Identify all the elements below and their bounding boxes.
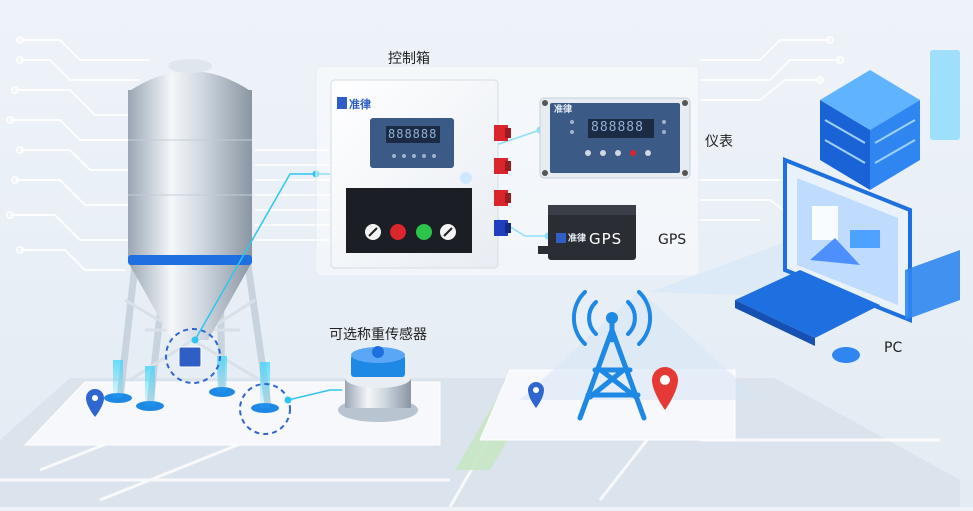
server-icon	[820, 70, 920, 190]
gps-brand-logo-icon	[556, 233, 566, 243]
gps-module-brand: 准律	[568, 234, 587, 244]
glass-panel-icon	[930, 50, 960, 140]
monitor-icon	[783, 157, 960, 323]
control-button-panel	[346, 188, 472, 253]
meter-display-value: 888888	[591, 120, 644, 135]
silo-icon	[104, 59, 279, 413]
module-highlight-ring	[165, 328, 221, 384]
brand-logo-icon	[337, 97, 347, 109]
meter-device	[539, 97, 691, 179]
control-box	[330, 79, 511, 269]
control-box-brand: 准律	[349, 98, 371, 111]
control-box-label: 控制箱	[388, 51, 430, 67]
pc-label: PC	[884, 340, 903, 356]
location-pin-icon	[528, 382, 544, 408]
silo-module-icon	[178, 346, 202, 368]
connectors	[494, 125, 511, 236]
keyboard-icon	[735, 270, 880, 346]
meter-brand: 准律	[554, 105, 573, 115]
green-button-icon	[416, 224, 432, 240]
mouse-icon	[832, 347, 860, 363]
sensor-highlight-ring	[239, 383, 291, 435]
gps-module	[538, 205, 636, 260]
location-pin-icon	[86, 389, 104, 417]
control-display-value: 888888	[388, 127, 438, 141]
meter-label: 仪表	[705, 134, 733, 150]
sensor-label: 可选称重传感器	[329, 327, 427, 343]
location-pin-icon	[652, 367, 678, 410]
indicator-lamp-icon	[460, 172, 472, 184]
signal-tower-icon	[520, 290, 760, 421]
gps-module-text: GPS	[589, 230, 623, 248]
circuit-traces-left	[6, 36, 150, 271]
circuit-traces-middle	[255, 149, 330, 241]
load-cell-icon	[338, 346, 418, 422]
gps-label: GPS	[658, 232, 687, 248]
red-button-icon	[390, 224, 406, 240]
